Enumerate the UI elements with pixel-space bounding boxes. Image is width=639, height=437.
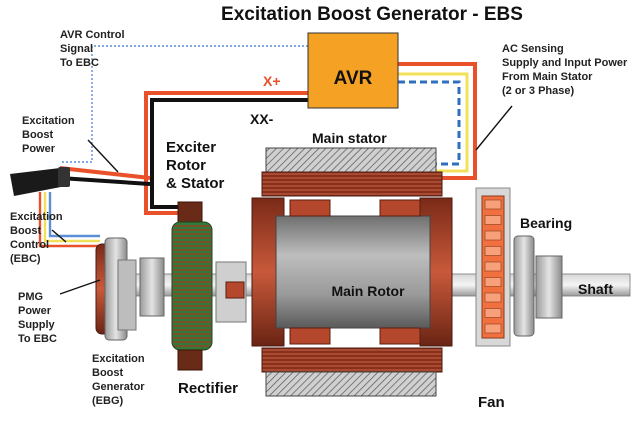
main-stator-label: Main stator xyxy=(312,130,387,146)
fan-blade xyxy=(484,323,502,334)
pmg-pointer-arrow xyxy=(59,279,101,295)
x-plus-wire xyxy=(144,91,308,215)
exciter-label: Exciter Rotor & Stator xyxy=(166,139,225,192)
x-plus-label: X+ xyxy=(263,73,281,89)
ebp-pointer-arrow xyxy=(87,139,119,173)
ebc-cable-blue xyxy=(48,192,100,238)
shaft-label: Shaft xyxy=(578,281,613,297)
fan-blade xyxy=(484,215,502,225)
ebg-label: Excitation Boost Generator (EBG) xyxy=(92,353,148,407)
rectifier-label: Rectifier xyxy=(178,380,238,397)
ac-sensing-yellow-wire xyxy=(398,72,469,173)
boost-power-red-wire xyxy=(59,166,151,180)
xx-minus-label: XX- xyxy=(250,111,274,127)
fan-blade xyxy=(484,292,502,303)
diagram-title: Excitation Boost Generator - EBS xyxy=(221,4,523,25)
fan-blade xyxy=(484,246,502,256)
main-rotor xyxy=(251,197,453,347)
ac-sensing-dashed-wire xyxy=(398,80,461,166)
bearing-label: Bearing xyxy=(520,215,572,231)
avr-control-signal-wire xyxy=(60,45,308,163)
ebc-label: Excitation Boost Control (EBC) xyxy=(10,211,66,265)
fan-blade xyxy=(484,277,502,287)
boost-power-black-wire xyxy=(59,176,151,186)
ebc-cable-red xyxy=(38,192,100,248)
avr-label: AVR xyxy=(334,68,373,89)
avr-box xyxy=(307,32,399,109)
ac-sensing-pointer-arrow xyxy=(475,105,513,151)
fan-label: Fan xyxy=(478,394,505,411)
fan-blade xyxy=(484,199,502,210)
ac-sensing-red-wire xyxy=(398,62,477,180)
avr-control-label: AVR Control Signal To EBC xyxy=(60,29,128,69)
connector-plug xyxy=(10,167,70,196)
shaft-hub-left xyxy=(139,257,165,317)
fan-blade xyxy=(484,230,502,241)
pmg-label: PMG Power Supply To EBC xyxy=(18,291,58,345)
fan-blade xyxy=(484,308,502,318)
main-stator xyxy=(261,147,443,397)
main-rotor-label: Main Rotor xyxy=(331,283,405,299)
rectifier-assembly xyxy=(215,261,247,323)
exciter-assembly xyxy=(171,201,213,371)
ebc-pointer-arrow xyxy=(51,229,67,243)
ebg-assembly xyxy=(95,237,137,341)
fan-blade xyxy=(484,261,502,272)
bearing xyxy=(513,235,563,337)
ebc-cable-yellow xyxy=(43,192,100,243)
xx-minus-wire xyxy=(150,98,308,209)
ac-sensing-label: AC Sensing Supply and Input Power From M… xyxy=(502,43,630,97)
excitation-boost-power-label: Excitation Boost Power xyxy=(22,115,78,155)
